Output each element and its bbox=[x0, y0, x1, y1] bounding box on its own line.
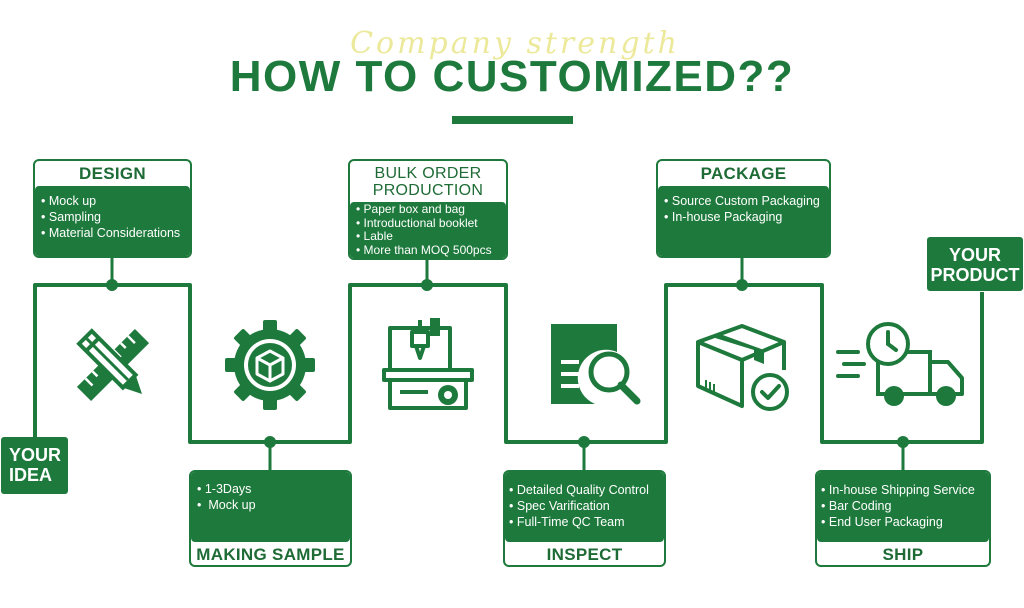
production-machine-icon bbox=[382, 318, 474, 410]
step-detail-item: Source Custom Packaging bbox=[664, 193, 823, 209]
step-details: Detailed Quality Control Spec Varificati… bbox=[505, 472, 664, 542]
step-card-package: PACKAGE Source Custom Packaging In-house… bbox=[656, 159, 831, 258]
step-detail-item: End User Packaging bbox=[821, 514, 983, 530]
step-detail-item: Introductional booklet bbox=[356, 216, 500, 231]
step-title: SHIP bbox=[882, 545, 924, 564]
connector-dot bbox=[897, 436, 909, 448]
gear-box-icon bbox=[225, 320, 315, 410]
step-details: In-house Shipping Service Bar Coding End… bbox=[817, 472, 989, 542]
step-title: MAKING SAMPLE bbox=[196, 545, 345, 564]
connector-dot bbox=[106, 279, 118, 291]
step-details: Source Custom Packaging In-house Packagi… bbox=[658, 186, 829, 256]
step-card-inspect: Detailed Quality Control Spec Varificati… bbox=[503, 470, 666, 567]
step-detail-item: In-house Shipping Service bbox=[821, 482, 983, 498]
step-details: Paper box and bag Introductional booklet… bbox=[350, 202, 506, 258]
connector-dot bbox=[421, 279, 433, 291]
end-label: YOUR PRODUCT bbox=[927, 237, 1023, 291]
step-detail-item: Sampling bbox=[41, 209, 184, 225]
page-title: HOW TO CUSTOMIZED?? bbox=[229, 52, 795, 101]
step-detail-item: Bar Coding bbox=[821, 498, 983, 514]
step-card-ship: In-house Shipping Service Bar Coding End… bbox=[815, 470, 991, 567]
step-detail-item: Mock up bbox=[197, 497, 344, 513]
step-detail-item: Paper box and bag bbox=[356, 202, 500, 217]
step-title: BULK ORDER PRODUCTION bbox=[372, 165, 484, 199]
document-magnifier-icon bbox=[551, 324, 641, 405]
step-detail-item: Material Considerations bbox=[41, 225, 184, 241]
step-detail-item: Spec Varification bbox=[509, 498, 658, 514]
step-title: INSPECT bbox=[546, 545, 623, 564]
step-details: Mock up Sampling Material Considerations bbox=[35, 186, 190, 256]
connector-dot bbox=[264, 436, 276, 448]
step-detail-item: More than MOQ 500pcs bbox=[356, 243, 500, 258]
delivery-truck-icon bbox=[836, 322, 964, 406]
package-check-icon bbox=[696, 324, 789, 411]
step-title: PACKAGE bbox=[700, 164, 787, 183]
connector-dot bbox=[736, 279, 748, 291]
step-card-design: DESIGN Mock up Sampling Material Conside… bbox=[33, 159, 192, 258]
ruler-pencil-icon bbox=[76, 328, 150, 402]
step-detail-item: Mock up bbox=[41, 193, 184, 209]
step-card-bulk-order-production: BULK ORDER PRODUCTION Paper box and bag … bbox=[348, 159, 508, 260]
step-detail-item: 1-3Days bbox=[197, 481, 344, 497]
connector-dot bbox=[578, 436, 590, 448]
step-detail-item: In-house Packaging bbox=[664, 209, 823, 225]
step-detail-item: Detailed Quality Control bbox=[509, 482, 658, 498]
decorative-script-text: Company strength bbox=[350, 26, 680, 61]
step-card-making-sample: 1-3Days Mock up MAKING SAMPLE bbox=[189, 470, 352, 567]
title-underline bbox=[452, 116, 573, 124]
step-details: 1-3Days Mock up bbox=[191, 472, 350, 542]
step-detail-item: Full-Time QC Team bbox=[509, 514, 658, 530]
step-detail-item: Lable bbox=[356, 229, 500, 244]
start-label: YOUR IDEA bbox=[1, 437, 68, 494]
step-title: DESIGN bbox=[79, 164, 146, 183]
